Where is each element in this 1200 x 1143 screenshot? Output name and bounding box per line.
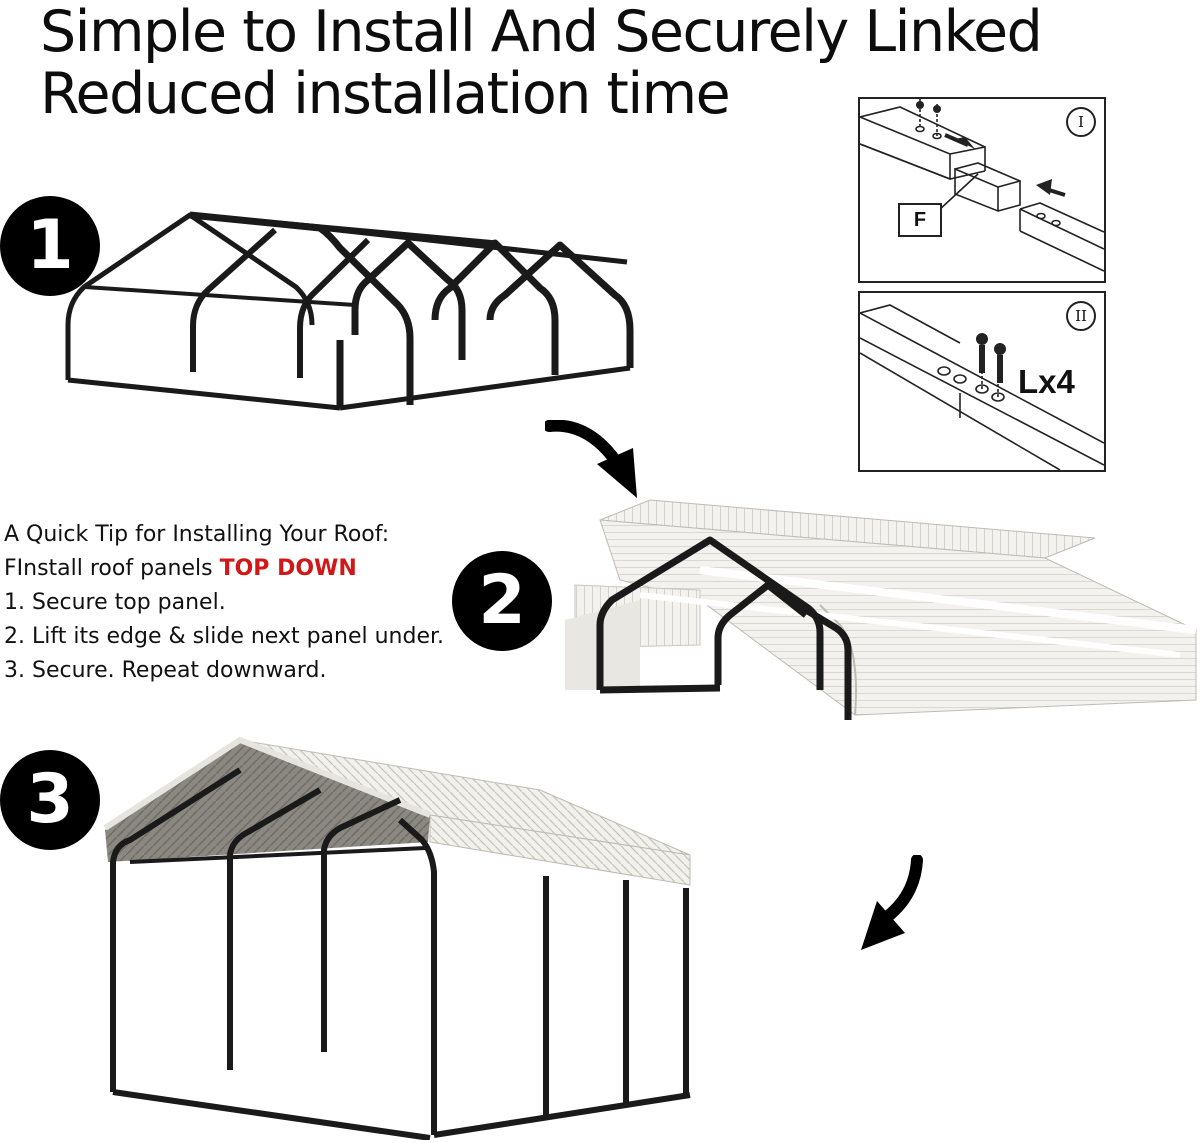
tip-top-down-line: FInstall roof panels TOP DOWN [4, 552, 444, 586]
headline-line-2: Reduced installation time [40, 61, 731, 127]
detail-panel-ii: II Lx4 [858, 291, 1106, 472]
tip-step-1: 1. Secure top panel. [4, 590, 226, 615]
detail-ii-quantity: Lx4 [1018, 363, 1075, 400]
curved-arrow-icon [861, 855, 923, 950]
detail-i-part-label: F [898, 203, 942, 237]
roof-install-tip: A Quick Tip for Installing Your Roof: FI… [4, 518, 444, 688]
tip-line-prefix: FInstall roof panels [4, 556, 220, 581]
step-1-frame-illustration [65, 211, 634, 411]
tip-highlight: TOP DOWN [219, 556, 357, 581]
tip-step-2: 2. Lift its edge & slide next panel unde… [4, 624, 445, 649]
step-3-carport-illustration [103, 736, 691, 1140]
detail-i-numeral: I [1066, 107, 1096, 137]
tip-title: A Quick Tip for Installing Your Roof: [4, 522, 390, 547]
curved-arrow-icon [545, 420, 637, 498]
step-2-badge: 2 [452, 551, 552, 651]
headline-line-1: Simple to Install And Securely Linked [40, 0, 1043, 65]
step-3-badge: 3 [0, 750, 100, 850]
detail-ii-numeral: II [1066, 301, 1096, 331]
detail-panel-i: I F [858, 97, 1106, 283]
step-1-badge: 1 [0, 196, 100, 296]
step-2-roof-illustration [565, 499, 1197, 720]
tip-step-3: 3. Secure. Repeat downward. [4, 658, 327, 683]
